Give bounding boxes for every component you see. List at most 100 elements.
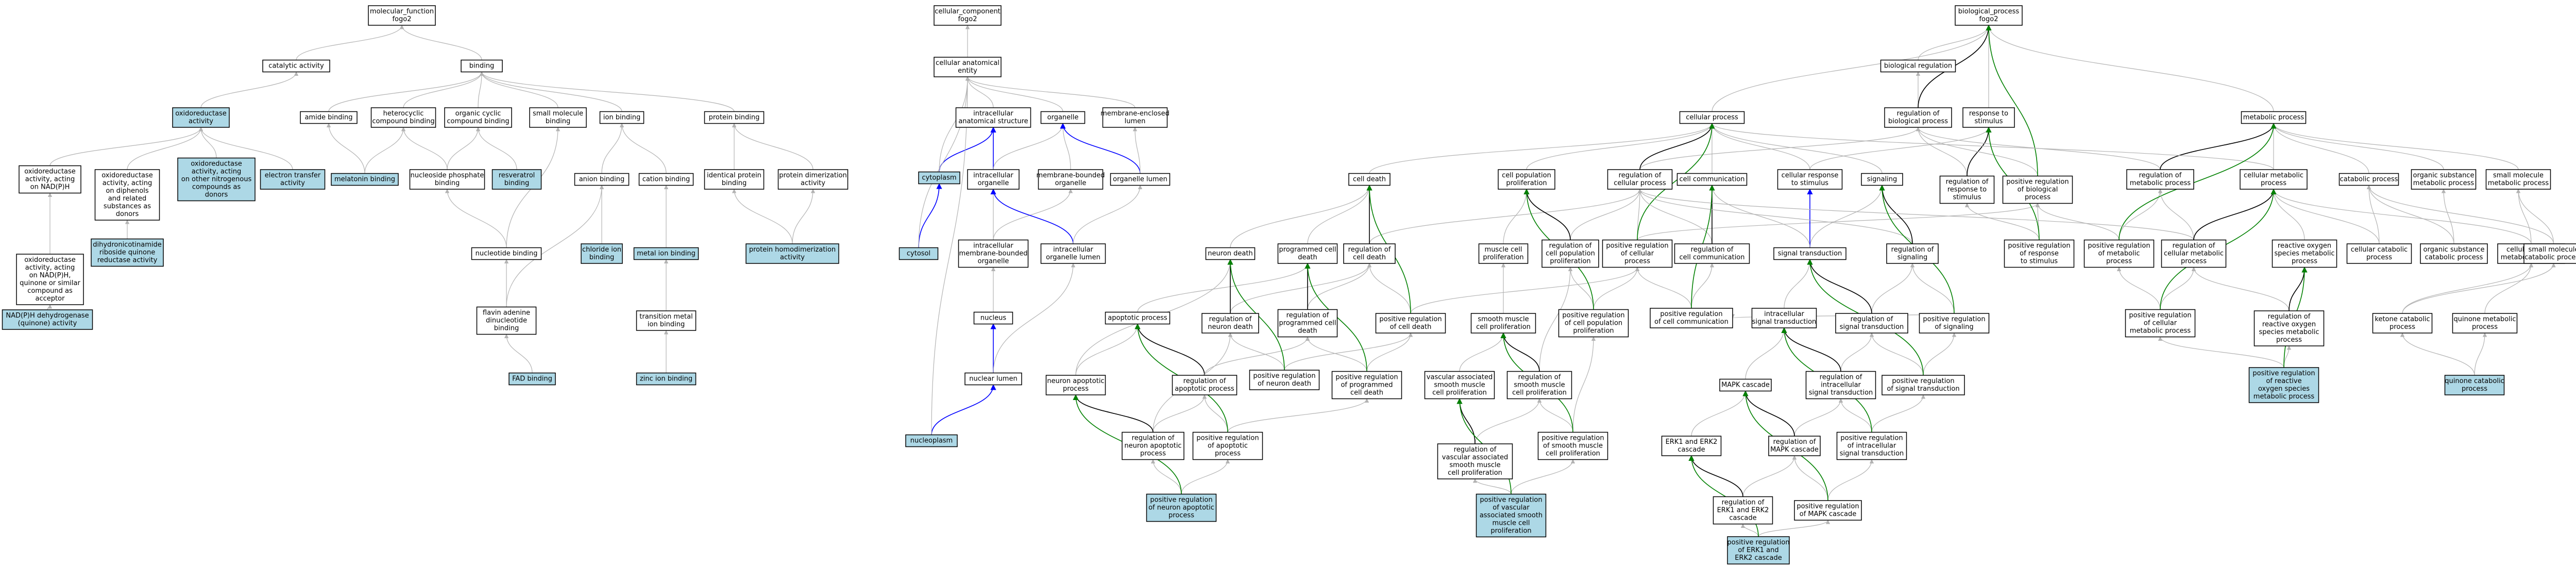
go-term-node-protein-b: protein binding [704, 111, 765, 124]
term-box [2240, 169, 2308, 190]
edge-is-a [1745, 327, 1787, 379]
edge-is-a [1284, 333, 1413, 371]
edge-is-a [2484, 263, 2534, 314]
term-box [1038, 169, 1104, 190]
edge-is-a [965, 76, 1063, 112]
term-label: nuclear lumen [969, 375, 1017, 383]
edge-is-a [1132, 127, 1141, 174]
edge-positively-regulates [1688, 455, 1759, 537]
edge-part-of [918, 183, 942, 248]
edge-is-a [1758, 520, 1831, 537]
term-box [260, 169, 326, 190]
edge-is-a [478, 71, 484, 108]
edge-is-a [993, 189, 1073, 240]
go-term-node-melatonin-b: melatonin binding [331, 173, 399, 186]
term-box [1375, 313, 1446, 334]
term-box [529, 107, 587, 128]
term-box [471, 247, 542, 260]
edge-is-a [506, 185, 604, 307]
go-term-node-apoptotic: apoptotic process [1105, 311, 1171, 325]
go-term-node-cytoplasm: cytoplasm [918, 171, 960, 185]
term-box [905, 434, 958, 447]
edge-is-a [918, 76, 970, 248]
edge-is-a [1637, 189, 2194, 240]
term-box [2004, 239, 2075, 268]
term-box [958, 239, 1029, 268]
term-box [899, 247, 939, 260]
go-term-node-cation-b: cation binding [638, 173, 694, 186]
edge-is-a [1711, 25, 1991, 112]
edge-is-a [1537, 398, 1573, 433]
term-box [1437, 443, 1513, 479]
edge-is-a [1691, 263, 1715, 309]
edge-is-a [1709, 123, 1810, 170]
term-label: binding [469, 62, 494, 70]
edge-is-a [1202, 394, 1228, 433]
term-box [1201, 313, 1259, 334]
edge-is-a [1459, 333, 1506, 372]
term-box [19, 165, 81, 194]
term-box [1498, 169, 1555, 190]
term-label: neuron death [1208, 250, 1252, 258]
edge-is-a [1918, 25, 1991, 60]
go-term-node-binding: binding [461, 59, 503, 73]
go-term-node-cell-death: cell death [1348, 173, 1391, 186]
edge-positively-regulates [2119, 123, 2277, 240]
term-box [1205, 247, 1256, 260]
edge-is-a [2516, 189, 2554, 244]
edge-is-a [792, 189, 816, 244]
edge-is-a [1637, 189, 1913, 244]
term-box [2241, 111, 2307, 124]
term-box [934, 57, 1002, 77]
term-box [1679, 111, 1745, 124]
term-box [2485, 169, 2551, 190]
term-box [636, 310, 697, 331]
term-box [1476, 493, 1547, 538]
edge-regulates [1523, 188, 1571, 240]
term-box [2, 309, 93, 330]
edge-is-a [965, 76, 1136, 108]
edge-is-a [479, 71, 735, 112]
edge-is-a [479, 71, 622, 112]
edge-regulates [1879, 185, 1913, 244]
term-label: biological regulation [1884, 62, 1952, 70]
term-box [1040, 111, 1086, 124]
edge-is-a [1153, 394, 1207, 433]
term-box [636, 372, 697, 386]
term-box [1886, 243, 1939, 264]
edge-is-a [2366, 185, 2454, 244]
edge-is-a [2271, 189, 2380, 244]
go-term-node-neuron-death: neuron death [1205, 247, 1256, 260]
term-box [2372, 313, 2433, 334]
term-box [1919, 313, 1990, 334]
